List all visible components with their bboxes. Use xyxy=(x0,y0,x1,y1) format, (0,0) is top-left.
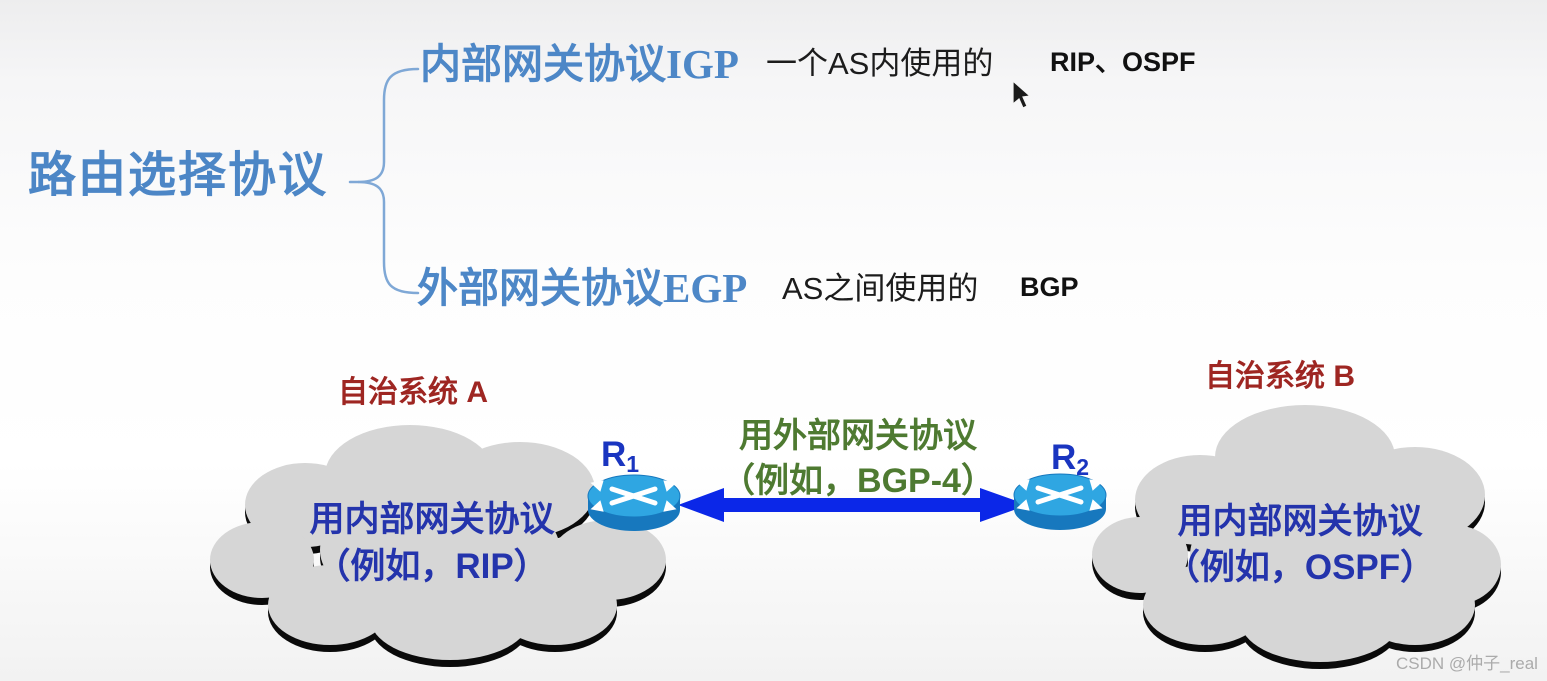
csdn-watermark: CSDN @仲子_real xyxy=(1396,654,1538,673)
as-a-protocol-line2: （例如，RIP） xyxy=(315,547,549,586)
as-b-protocol-line1: 用内部网关协议 xyxy=(1177,502,1423,541)
mouse-cursor-icon xyxy=(1012,80,1032,109)
igp-scope-text: 一个AS内使用的 xyxy=(766,46,994,81)
igp-branch-label: 内部网关协议IGP xyxy=(420,41,739,87)
egp-scope-text: AS之间使用的 xyxy=(782,271,979,306)
as-a-title: 自治系统 A xyxy=(338,376,488,409)
curly-brace-icon xyxy=(348,67,420,295)
egp-branch-label: 外部网关协议EGP xyxy=(417,265,748,311)
routing-protocol-title: 路由选择协议 xyxy=(28,149,329,202)
router1-label: R1 xyxy=(601,435,640,477)
igp-examples-text: RIP、OSPF xyxy=(1050,47,1196,77)
as-a-protocol-line1: 用内部网关协议 xyxy=(309,500,555,539)
router2-label: R2 xyxy=(1051,438,1090,480)
double-arrow-icon xyxy=(678,488,1028,522)
as-b-cloud xyxy=(1092,405,1501,662)
as-a-cloud xyxy=(210,425,666,660)
as-b-title: 自治系统 B xyxy=(1205,360,1355,393)
router1-subscript: 1 xyxy=(626,451,640,477)
router-icon xyxy=(1013,473,1107,530)
router-icon xyxy=(587,474,681,531)
router2-subscript: 2 xyxy=(1076,454,1090,480)
egp-examples-text: BGP xyxy=(1020,272,1079,302)
as-b-protocol-line2: （例如，OSPF） xyxy=(1164,548,1436,587)
link-protocol-line2: （例如，BGP-4） xyxy=(721,462,995,500)
link-protocol-line1: 用外部网关协议 xyxy=(739,417,977,455)
